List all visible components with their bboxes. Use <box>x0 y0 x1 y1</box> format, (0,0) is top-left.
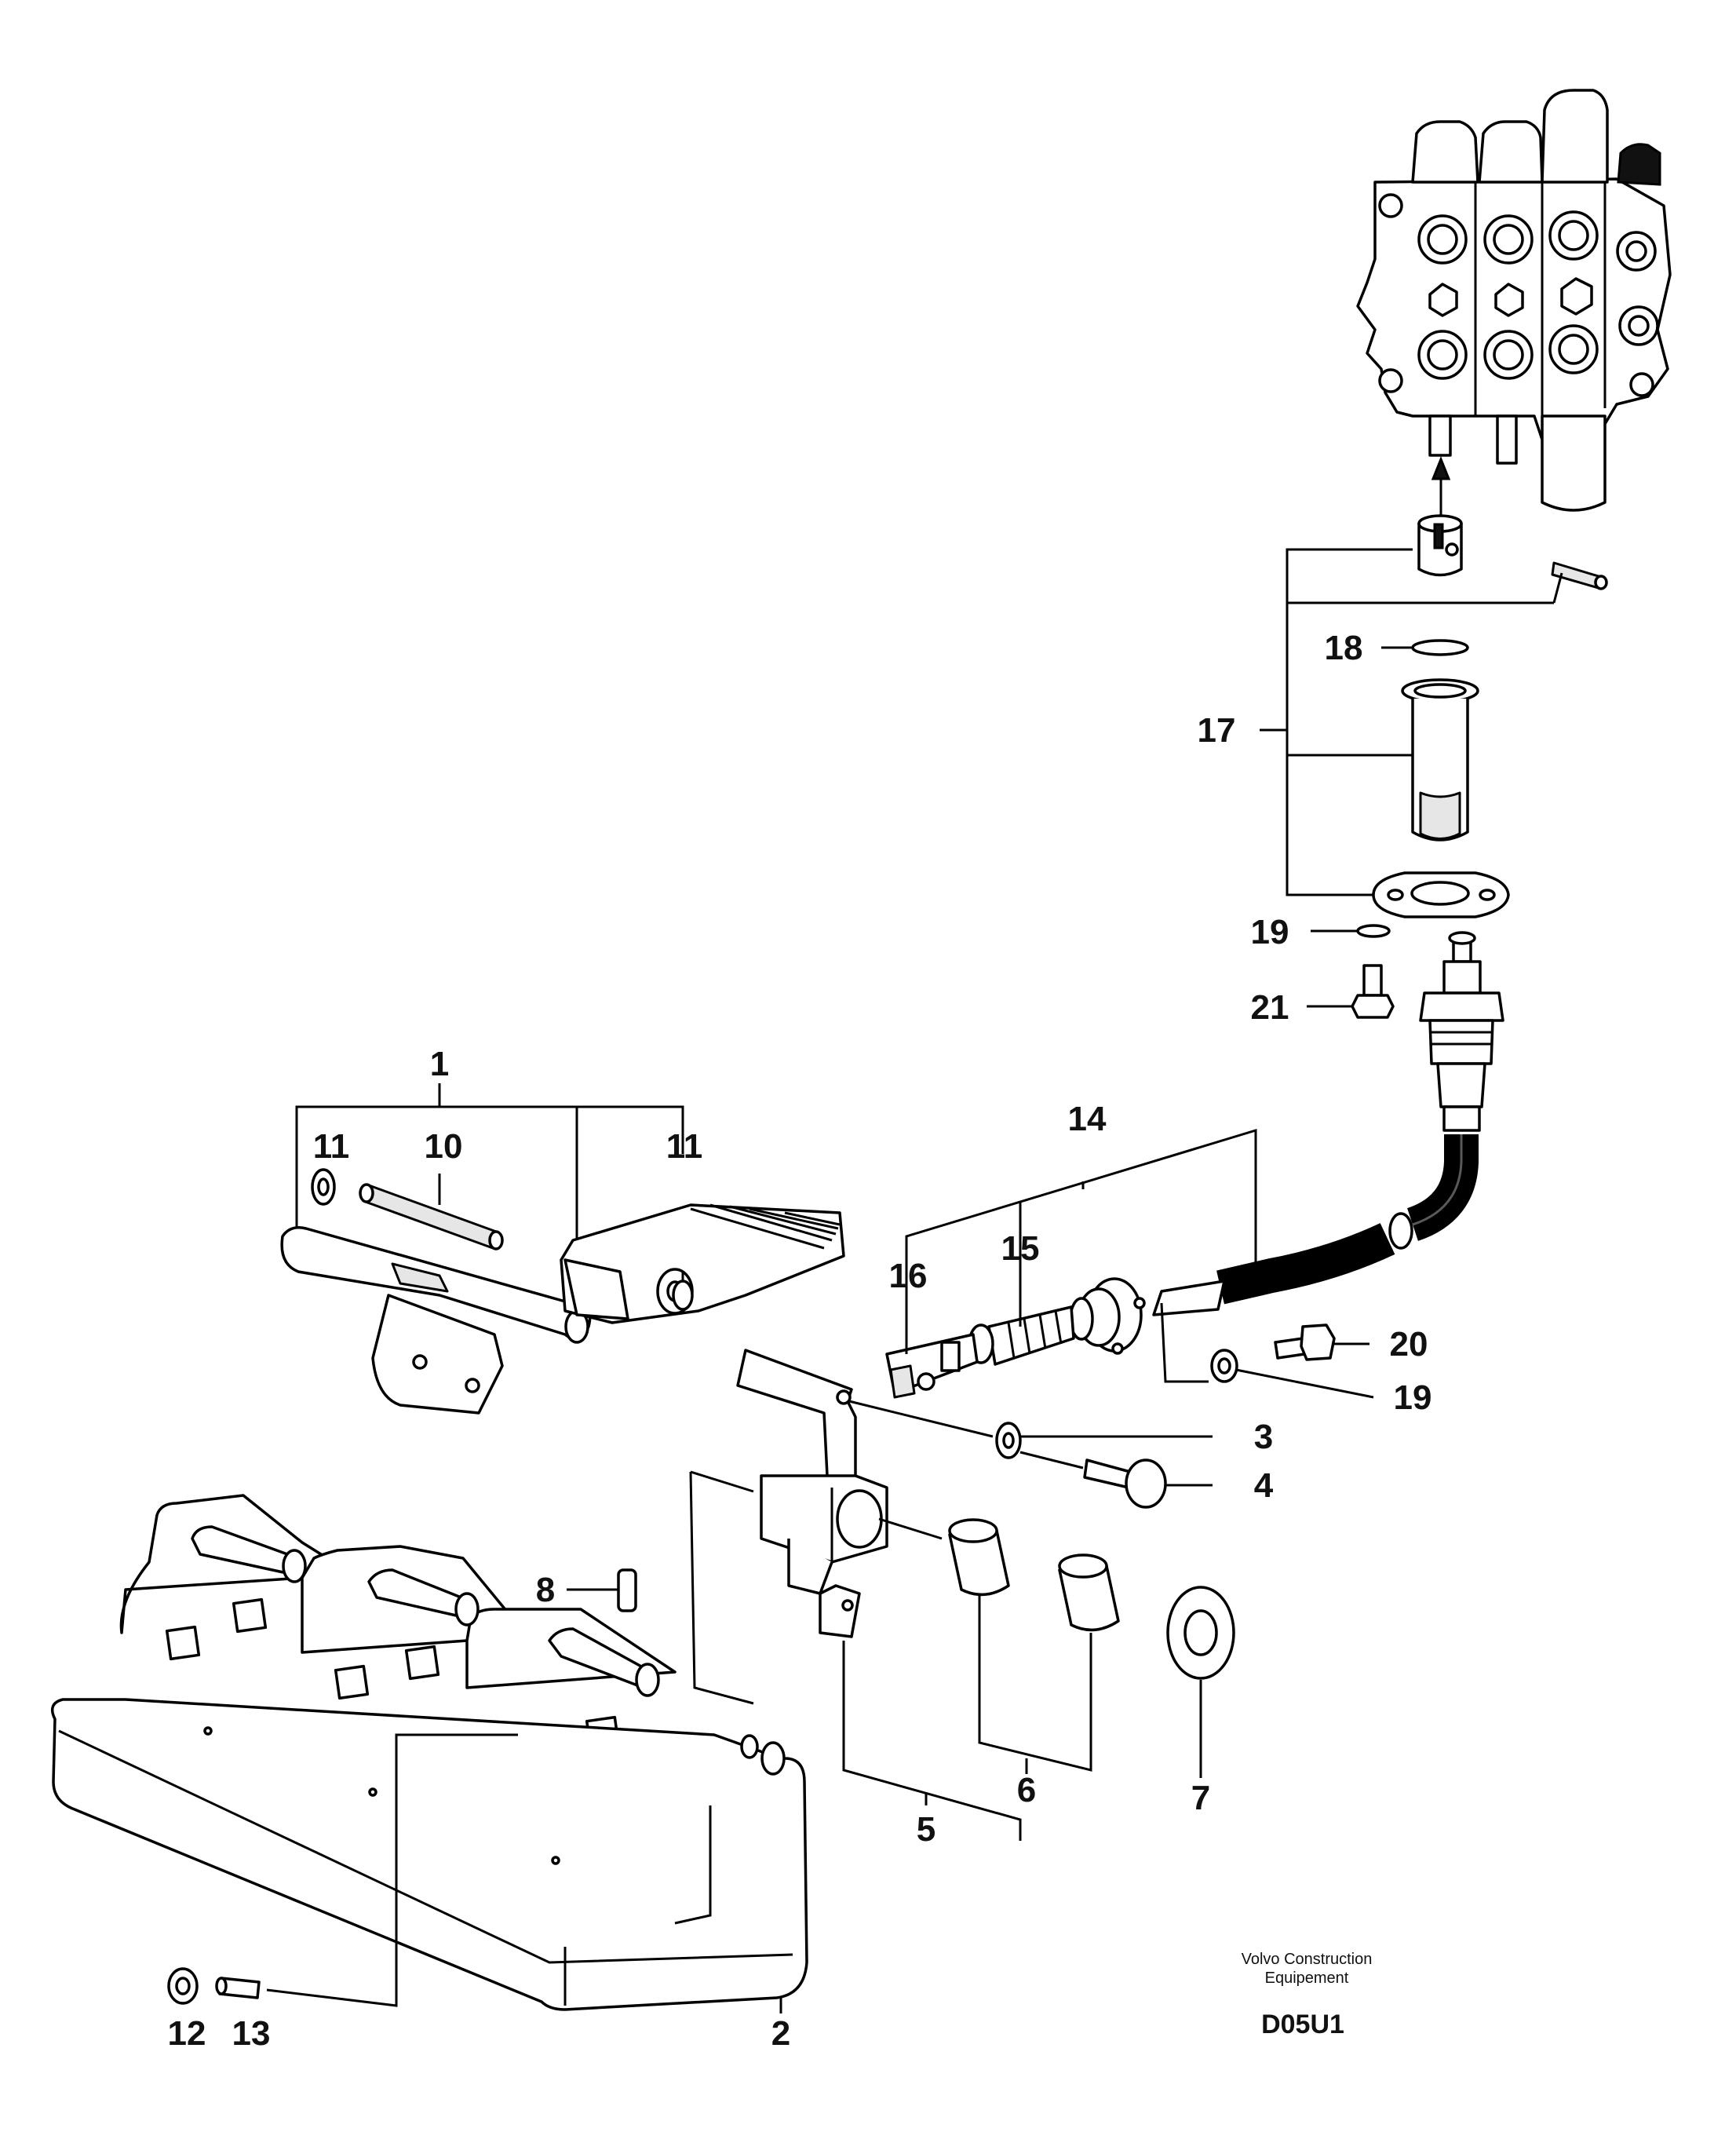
callout-11-right: 11 <box>666 1127 703 1166</box>
callout-6: 6 <box>1017 1771 1036 1809</box>
callout-2: 2 <box>771 2014 790 2053</box>
callout-14: 14 <box>1068 1100 1107 1138</box>
callout-7: 7 <box>1191 1779 1210 1817</box>
brand-line-2: Equipement <box>1265 1970 1349 1987</box>
callout-17: 17 <box>1198 711 1236 750</box>
callout-13: 13 <box>232 2014 271 2053</box>
callout-19-top: 19 <box>1251 913 1289 951</box>
brand-line-1: Volvo Construction <box>1242 1951 1373 1968</box>
callout-20: 20 <box>1390 1325 1428 1364</box>
callout-10: 10 <box>425 1127 463 1166</box>
callout-12: 12 <box>168 2014 206 2053</box>
item-17-assembly <box>1260 514 1608 918</box>
drawing-code: D05U1 <box>1261 2010 1344 2039</box>
callout-5: 5 <box>917 1810 935 1849</box>
lever-bracket <box>736 1349 1235 1841</box>
callout-labels: 1 2 3 4 5 6 7 8 10 11 11 12 13 14 15 16 … <box>168 629 1432 2053</box>
control-cable <box>1216 1134 1479 1305</box>
callout-16: 16 <box>889 1257 928 1295</box>
callout-3: 3 <box>1254 1418 1273 1456</box>
pedal-assembly <box>280 1083 845 1415</box>
pedal-frame <box>50 1470 808 2013</box>
footer: Volvo Construction Equipement D05U1 <box>1242 1951 1373 2039</box>
callout-18: 18 <box>1325 629 1363 667</box>
cable-end-assembly <box>885 1128 1374 1399</box>
callout-4: 4 <box>1254 1466 1274 1505</box>
callout-1: 1 <box>430 1045 449 1083</box>
callout-11-left: 11 <box>313 1127 350 1166</box>
cable-head <box>1307 924 1504 1132</box>
callout-19-bottom: 19 <box>1394 1378 1432 1417</box>
callout-15: 15 <box>1001 1229 1040 1268</box>
callout-8: 8 <box>536 1571 555 1609</box>
control-valve-block <box>1356 89 1672 542</box>
callout-21: 21 <box>1251 988 1289 1027</box>
